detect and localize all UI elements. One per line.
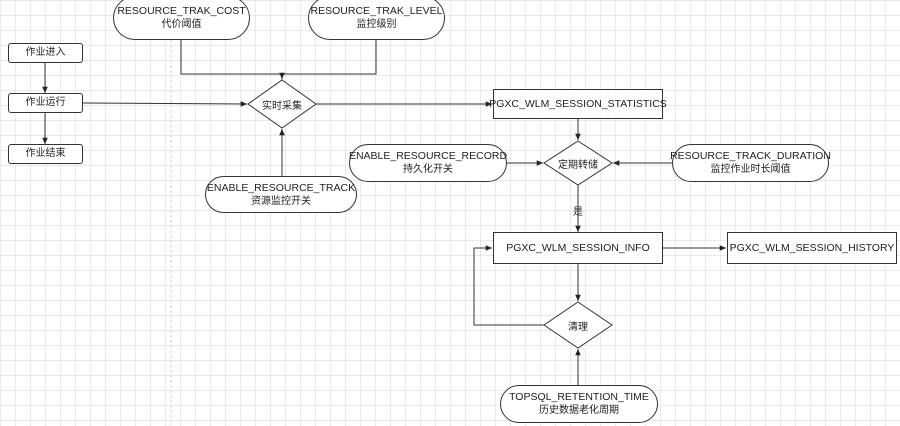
job-end-node: 作业结束 xyxy=(8,144,83,164)
cost-subtitle: 代价阈值 xyxy=(161,19,202,30)
enable-record-subtitle: 持久化开关 xyxy=(403,164,453,175)
retention-subtitle: 历史数据老化周期 xyxy=(539,405,619,416)
cleanup-diamond xyxy=(543,301,613,349)
job-run-node: 作业运行 xyxy=(8,93,83,113)
edge-level-realtime xyxy=(279,40,377,79)
retention-title: TOPSQL_RETENTION_TIME xyxy=(509,391,649,403)
enable-resource-record-node: ENABLE_RESOURCE_RECORD 持久化开关 xyxy=(349,144,507,182)
realtime-diamond xyxy=(247,79,317,129)
resource-trak-cost-node: RESOURCE_TRAK_COST 代价阈值 xyxy=(113,0,250,40)
realtime-label: 实时采集 xyxy=(262,100,302,112)
edge-cost-realtime xyxy=(180,40,283,80)
resource-trak-level-node: RESOURCE_TRAK_LEVEL 监控级别 xyxy=(308,0,445,40)
topsql-retention-time-node: TOPSQL_RETENTION_TIME 历史数据老化周期 xyxy=(500,385,658,423)
dump-label: 定期转储 xyxy=(558,159,598,171)
enable-record-title: ENABLE_RESOURCE_RECORD xyxy=(348,150,508,162)
level-title: RESOURCE_TRAK_LEVEL xyxy=(310,5,443,17)
cleanup-label: 清理 xyxy=(568,321,588,333)
job-enter-node: 作业进入 xyxy=(8,43,83,63)
edge-run-realtime xyxy=(82,101,248,107)
enable-resource-track-node: ENABLE_RESOURCE_TRACK 资源监控开关 xyxy=(205,176,357,213)
cost-title: RESOURCE_TRAK_COST xyxy=(117,5,246,17)
session-history-node: PGXC_WLM_SESSION_HISTORY xyxy=(727,232,897,264)
edge-cleanup-info-loop xyxy=(473,245,544,326)
duration-subtitle: 监控作业时长阈值 xyxy=(710,164,791,175)
enable-track-subtitle: 资源监控开关 xyxy=(251,195,311,207)
resource-track-duration-node: RESOURCE_TRACK_DURATION 监控作业时长阈值 xyxy=(670,144,831,182)
session-statistics-node: PGXC_WLM_SESSION_STATISTICS xyxy=(489,89,667,119)
duration-title: RESOURCE_TRACK_DURATION xyxy=(670,150,831,162)
yes-edge-label: 是 xyxy=(573,207,583,218)
session-info-node: PGXC_WLM_SESSION_INFO xyxy=(493,232,663,264)
level-subtitle: 监控级别 xyxy=(356,19,397,30)
enable-track-title: ENABLE_RESOURCE_TRACK xyxy=(206,181,356,194)
